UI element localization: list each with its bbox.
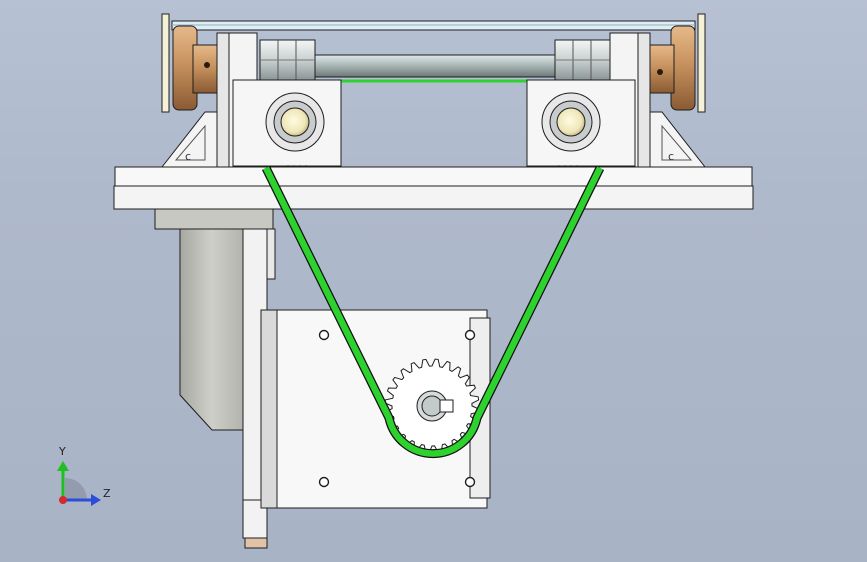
right-end-flange <box>697 13 706 113</box>
right-shaft-bearing <box>554 39 611 81</box>
coordinate-triad: Y Z <box>57 445 111 506</box>
main-base-plate <box>113 166 754 210</box>
right-gusset: c <box>649 111 707 168</box>
timing-belt <box>261 166 605 459</box>
left-pulley-housing <box>232 79 342 167</box>
top-rail <box>171 20 696 31</box>
z-axis-label: Z <box>103 487 111 500</box>
y-axis-arrowhead <box>57 461 69 471</box>
left-gusset: c <box>160 111 218 168</box>
drive-sprocket <box>384 358 480 454</box>
left-bronze-bushing <box>172 25 220 111</box>
svg-text:c: c <box>668 150 674 163</box>
z-axis-arrowhead <box>91 494 101 506</box>
x-axis-dot <box>59 496 67 504</box>
main-shaft <box>311 54 558 83</box>
gray-motor-block <box>154 206 276 549</box>
left-shaft-bearing <box>259 39 316 81</box>
y-axis-label: Y <box>58 445 66 458</box>
left-end-flange <box>161 13 170 113</box>
right-pulley-housing <box>526 79 636 167</box>
svg-text:c: c <box>185 150 191 163</box>
right-bronze-bushing <box>647 25 696 111</box>
